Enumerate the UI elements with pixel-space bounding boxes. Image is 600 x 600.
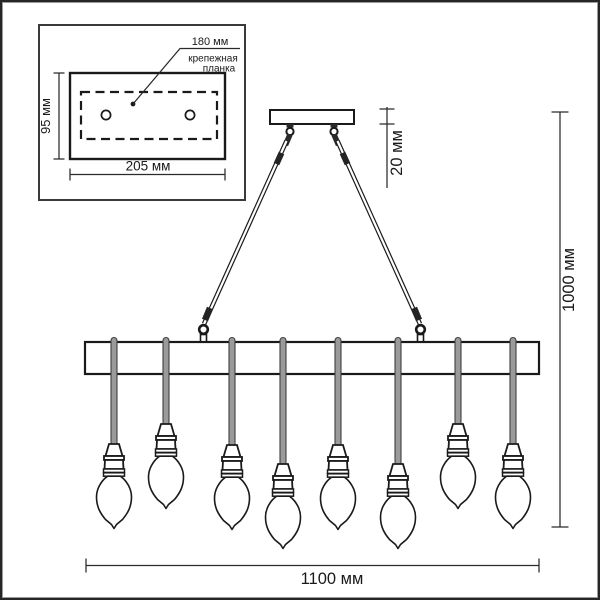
- lamp-cord-5: [334, 336, 342, 450]
- mounting-bracket-outline: [79, 90, 219, 141]
- edison-bulb-2: [147, 423, 185, 510]
- bracket-label-line1: крепежная: [188, 54, 238, 65]
- leader-line: [132, 47, 240, 105]
- lamp-cord-4: [279, 336, 287, 469]
- screw-hole-left: [100, 109, 112, 121]
- lamp-cord-8: [509, 336, 517, 449]
- cable-ferrule: [339, 151, 351, 166]
- lamp-cord-3: [228, 336, 236, 450]
- lamp-cord-7: [454, 336, 462, 429]
- lamp-cord-2: [162, 336, 170, 429]
- plate-width-dimension: 205 мм: [69, 159, 226, 181]
- cable-ferrule: [273, 151, 285, 166]
- edison-bulb-8: [494, 443, 532, 530]
- cable-ferrule: [411, 306, 422, 322]
- fixture-drawing: [83, 109, 541, 550]
- beam-eyelet-right: [414, 323, 427, 344]
- cable-ferrule: [202, 306, 213, 322]
- fixture-width-dim-label: 1100 мм: [301, 570, 364, 588]
- mounting-plate-inset: 180 мм крепежная планка 95 мм 205 мм: [38, 24, 246, 201]
- fixture-height-dimension: 1000 мм: [551, 111, 578, 528]
- lamp-cord-1: [110, 336, 118, 449]
- edison-bulb-4: [264, 463, 302, 550]
- hole-spacing-dim-label: 180 мм: [192, 36, 229, 48]
- edison-bulb-1: [95, 443, 133, 530]
- beam-eyelet-left: [197, 323, 210, 344]
- fixture-width-dimension: 1100 мм: [85, 558, 540, 588]
- suspension-cable-left: [201, 140, 289, 325]
- suspension-cable-right: [335, 140, 423, 325]
- plate-height-dimension: 95 мм: [38, 72, 65, 160]
- ceiling-canopy: [269, 109, 355, 125]
- edison-bulb-6: [379, 463, 417, 550]
- canopy-height-dim-label: 20 мм: [388, 130, 406, 176]
- edison-bulb-7: [439, 423, 477, 510]
- bracket-label-line2: планка: [203, 64, 236, 75]
- mounting-plate: [68, 71, 227, 161]
- wooden-beam: [83, 340, 541, 376]
- edison-bulb-5: [319, 444, 357, 531]
- canopy-height-dimension: 20 мм: [379, 107, 406, 188]
- screw-hole-right: [184, 109, 196, 121]
- plate-width-dim-label: 205 мм: [126, 159, 171, 174]
- fixture-height-dim-label: 1000 мм: [560, 248, 578, 312]
- plate-height-dim-label: 95 мм: [38, 98, 53, 134]
- edison-bulb-3: [213, 444, 251, 531]
- lamp-cord-6: [394, 336, 402, 469]
